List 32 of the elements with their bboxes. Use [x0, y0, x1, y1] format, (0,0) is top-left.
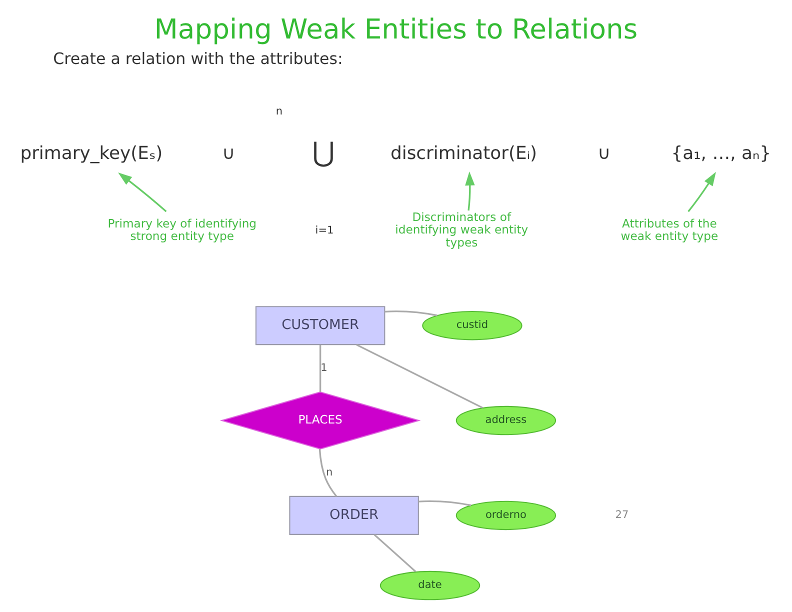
- connector: [374, 534, 416, 572]
- node-text: primary_key(Eₛ): [20, 143, 163, 164]
- node-diamond: PLACES: [220, 391, 421, 450]
- node-ellipse: address: [456, 406, 556, 436]
- label: ∪: [598, 143, 611, 164]
- diagram-title: Mapping Weak Entities to Relations: [154, 14, 638, 46]
- label: n: [276, 106, 283, 118]
- node-text: Attributes of the weak entity type: [620, 216, 718, 243]
- node-ellipse: date: [380, 570, 480, 600]
- connector: [356, 344, 484, 409]
- connector: [319, 344, 322, 392]
- label: Create a relation with the attributes:: [53, 48, 343, 68]
- node-box: CUSTOMER: [255, 306, 386, 346]
- node-box: ORDER: [289, 496, 419, 535]
- connector: [418, 500, 472, 506]
- arrow: [688, 172, 716, 212]
- label: 27: [615, 509, 629, 522]
- label: i=1: [315, 224, 334, 236]
- node-ellipse: orderno: [456, 500, 556, 530]
- node-ellipse: custid: [422, 310, 522, 340]
- node-text: {a₁, …, aₙ}: [671, 143, 772, 164]
- connector: [384, 310, 438, 316]
- node-text: Discriminators of identifying weak entity types: [395, 210, 528, 250]
- label: ∪: [222, 143, 236, 164]
- label: ⋃: [312, 137, 335, 168]
- edge-label: n: [326, 466, 333, 478]
- connector: [318, 448, 338, 497]
- node-text: discriminator(Eᵢ): [390, 143, 538, 164]
- node-text: Primary key of identifying strong entity type: [108, 216, 257, 243]
- arrow: [118, 172, 167, 212]
- arrow: [465, 171, 475, 211]
- edge-label: 1: [320, 362, 328, 374]
